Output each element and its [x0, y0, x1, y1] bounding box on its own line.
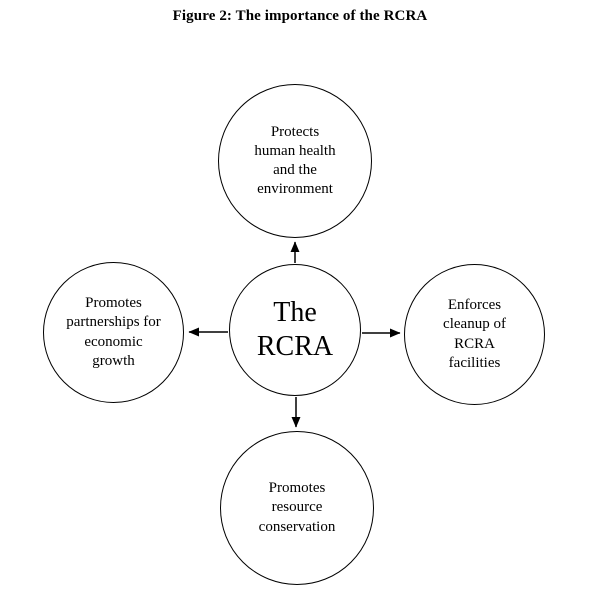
node-enforces-cleanup: Enforces cleanup of RCRA facilities [404, 264, 545, 405]
node-promotes-partnerships: Promotes partnerships for economic growt… [43, 262, 184, 403]
node-protects-health: Protects human health and the environmen… [218, 84, 372, 238]
figure-title: Figure 2: The importance of the RCRA [172, 8, 428, 24]
node-promotes-conservation-label: Promotes resource conservation [258, 480, 336, 535]
node-enforces-cleanup-label: Enforces cleanup of RCRA facilities [443, 297, 506, 371]
node-protects-health-label: Protects human health and the environmen… [254, 123, 336, 198]
node-promotes-partnerships-label: Promotes partnerships for economic growt… [66, 295, 161, 369]
node-center-rcra-label: The RCRA [256, 297, 334, 362]
node-promotes-conservation: Promotes resource conservation [220, 431, 374, 585]
node-center-rcra: The RCRA [229, 264, 361, 396]
